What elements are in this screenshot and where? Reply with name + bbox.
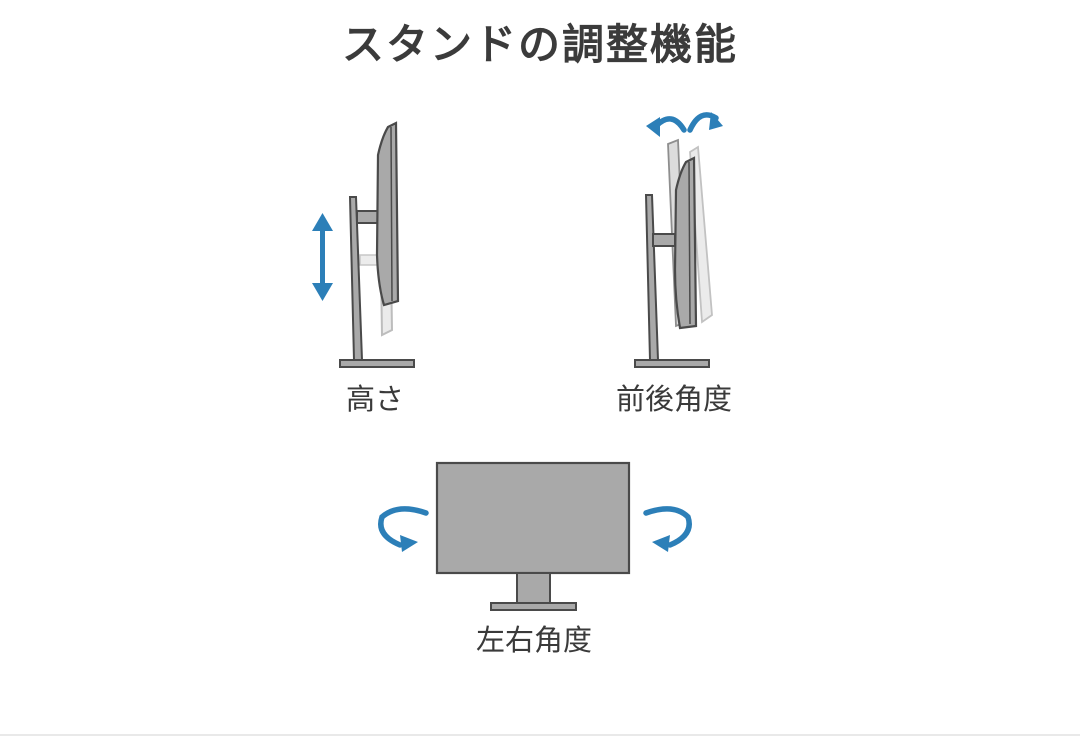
swivel-left-arrow-icon bbox=[378, 506, 429, 552]
stand-hinge bbox=[356, 210, 380, 224]
monitor-side-view bbox=[375, 121, 400, 307]
monitor-side-view bbox=[673, 156, 698, 330]
tilt-adjust-illustration bbox=[620, 100, 740, 375]
feature-label-swivel: 左右角度 bbox=[475, 623, 592, 657]
feature-label-height: 高さ bbox=[345, 382, 404, 416]
stand-base bbox=[339, 359, 415, 368]
page-title: スタンドの調整機能 bbox=[341, 20, 738, 69]
swivel-adjust-illustration bbox=[370, 455, 700, 615]
height-adjust-arrow-icon bbox=[312, 213, 333, 301]
bottom-divider bbox=[0, 734, 1080, 736]
monitor-front-view bbox=[435, 461, 631, 575]
feature-label-tilt: 前後角度 bbox=[615, 382, 732, 416]
stand-hinge bbox=[652, 233, 676, 247]
tilt-rotate-arrows-icon bbox=[646, 112, 723, 137]
monitor-ghost-tilt-back bbox=[689, 145, 713, 324]
swivel-right-arrow-icon bbox=[643, 506, 692, 552]
stand-base bbox=[490, 602, 577, 611]
height-adjust-illustration bbox=[300, 115, 430, 375]
stand-post bbox=[644, 194, 660, 361]
stand-neck bbox=[516, 572, 551, 604]
stand-base bbox=[634, 359, 710, 368]
